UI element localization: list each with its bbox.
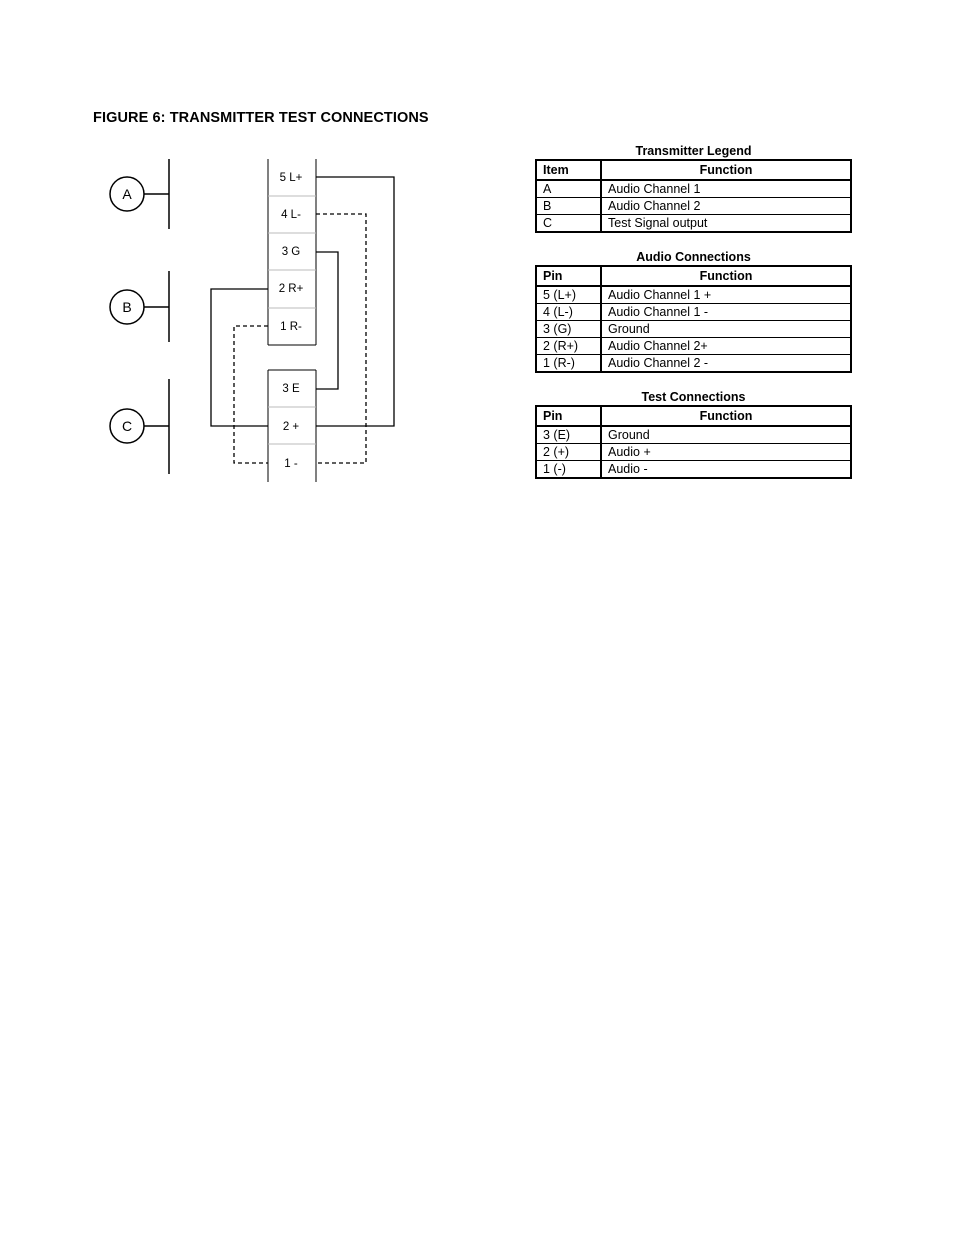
wire-4l-to-1minus bbox=[316, 213, 367, 464]
column-header: Function bbox=[601, 160, 851, 181]
table-cell: C bbox=[536, 214, 602, 232]
audio-connections-table: Audio Connections Pin Function 5 (L+) Au… bbox=[535, 249, 852, 373]
table-cell: Audio Channel 1 bbox=[601, 180, 851, 198]
table-row: 3 (E) Ground bbox=[536, 426, 851, 444]
table-cell: 1 (R-) bbox=[536, 354, 602, 372]
table-cell: A bbox=[536, 180, 602, 198]
column-header: Pin bbox=[536, 266, 602, 287]
wire-2r-to-2plus bbox=[210, 288, 268, 427]
wire-3g-to-3e bbox=[316, 251, 339, 390]
column-header: Item bbox=[536, 160, 602, 181]
table-caption: Test Connections bbox=[641, 390, 746, 404]
table-cell: Audio Channel 1 + bbox=[601, 286, 851, 304]
legend-table: Pin Function 5 (L+) Audio Channel 1 + 4 … bbox=[535, 265, 852, 373]
legend-table: Item Function A Audio Channel 1 B Audio … bbox=[535, 159, 852, 233]
table-header-row: Pin Function bbox=[536, 266, 851, 287]
pin-label-1r: 1 R- bbox=[280, 321, 302, 333]
test-connections-table: Test Connections Pin Function 3 (E) Grou… bbox=[535, 389, 852, 479]
table-row: C Test Signal output bbox=[536, 214, 851, 232]
table-row: 2 (R+) Audio Channel 2+ bbox=[536, 337, 851, 355]
legend-table: Pin Function 3 (E) Ground 2 (+) Audio + … bbox=[535, 405, 852, 479]
table-row: B Audio Channel 2 bbox=[536, 197, 851, 215]
table-cell: Audio Channel 2 - bbox=[608, 356, 709, 370]
table-cell: 3 (G) bbox=[536, 320, 602, 338]
table-row: 2 (+) Audio + bbox=[536, 443, 851, 461]
table-cell: 5 (L+) bbox=[536, 286, 602, 304]
pin-label-5l: 5 L+ bbox=[280, 172, 303, 184]
connector-label-a: A bbox=[122, 186, 132, 202]
table-caption: Audio Connections bbox=[636, 250, 751, 264]
table-cell: Ground bbox=[601, 320, 851, 338]
pin-label-2r: 2 R+ bbox=[279, 283, 304, 295]
column-header: Function bbox=[601, 266, 851, 287]
wire-1r-to-1minus bbox=[233, 325, 268, 464]
table-cell: 2 (R+) bbox=[536, 337, 602, 355]
table-cell: 1 (-) bbox=[536, 460, 602, 478]
table-cell: Audio Channel 1 - bbox=[601, 303, 851, 321]
table-header-row: Item Function bbox=[536, 160, 851, 181]
table-caption: Transmitter Legend bbox=[635, 144, 752, 158]
column-header: Pin bbox=[536, 406, 602, 427]
connector-label-b: B bbox=[122, 299, 131, 315]
figure-title: FIGURE 6: TRANSMITTER TEST CONNECTIONS bbox=[93, 110, 429, 126]
table-cell: Audio Channel 2+ bbox=[601, 337, 851, 355]
pin-label-2plus: 2 + bbox=[283, 421, 300, 433]
table-cell: 3 (E) bbox=[536, 426, 602, 444]
table-cell: Audio Channel 2 bbox=[601, 197, 851, 215]
table-cell: B bbox=[536, 197, 602, 215]
wire-5l-to-2plus bbox=[316, 176, 395, 427]
table-cell: Audio - bbox=[608, 462, 648, 476]
connector-label-c: C bbox=[122, 418, 132, 434]
table-cell: Ground bbox=[601, 426, 851, 444]
table-cell: Audio + bbox=[601, 443, 851, 461]
table-row: 5 (L+) Audio Channel 1 + bbox=[536, 286, 851, 304]
table-row: 3 (G) Ground bbox=[536, 320, 851, 338]
table-row: 4 (L-) Audio Channel 1 - bbox=[536, 303, 851, 321]
wiring-diagram: 5 L+ 4 L- 3 G 2 R+ 1 R- 3 E 2 + 1 - A B … bbox=[109, 159, 395, 482]
connector-b bbox=[109, 271, 170, 342]
table-cell: 4 (L-) bbox=[536, 303, 602, 321]
pin-label-3e: 3 E bbox=[282, 383, 300, 395]
table-row: 1 (-) Audio - bbox=[536, 460, 851, 478]
table-cell: Test Signal output bbox=[608, 216, 708, 230]
connector-c bbox=[109, 379, 170, 474]
column-header: Function bbox=[601, 406, 851, 427]
connector-a bbox=[109, 159, 170, 229]
pin-label-4l: 4 L- bbox=[281, 209, 301, 221]
pin-label-1minus: 1 - bbox=[284, 458, 298, 470]
table-header-row: Pin Function bbox=[536, 406, 851, 427]
pin-label-3g: 3 G bbox=[282, 246, 301, 258]
table-row: A Audio Channel 1 bbox=[536, 180, 851, 198]
table-cell: 2 (+) bbox=[536, 443, 602, 461]
table-row: 1 (R-) Audio Channel 2 - bbox=[536, 354, 851, 372]
transmitter-legend-table: Transmitter Legend Item Function A Audio… bbox=[535, 143, 852, 233]
